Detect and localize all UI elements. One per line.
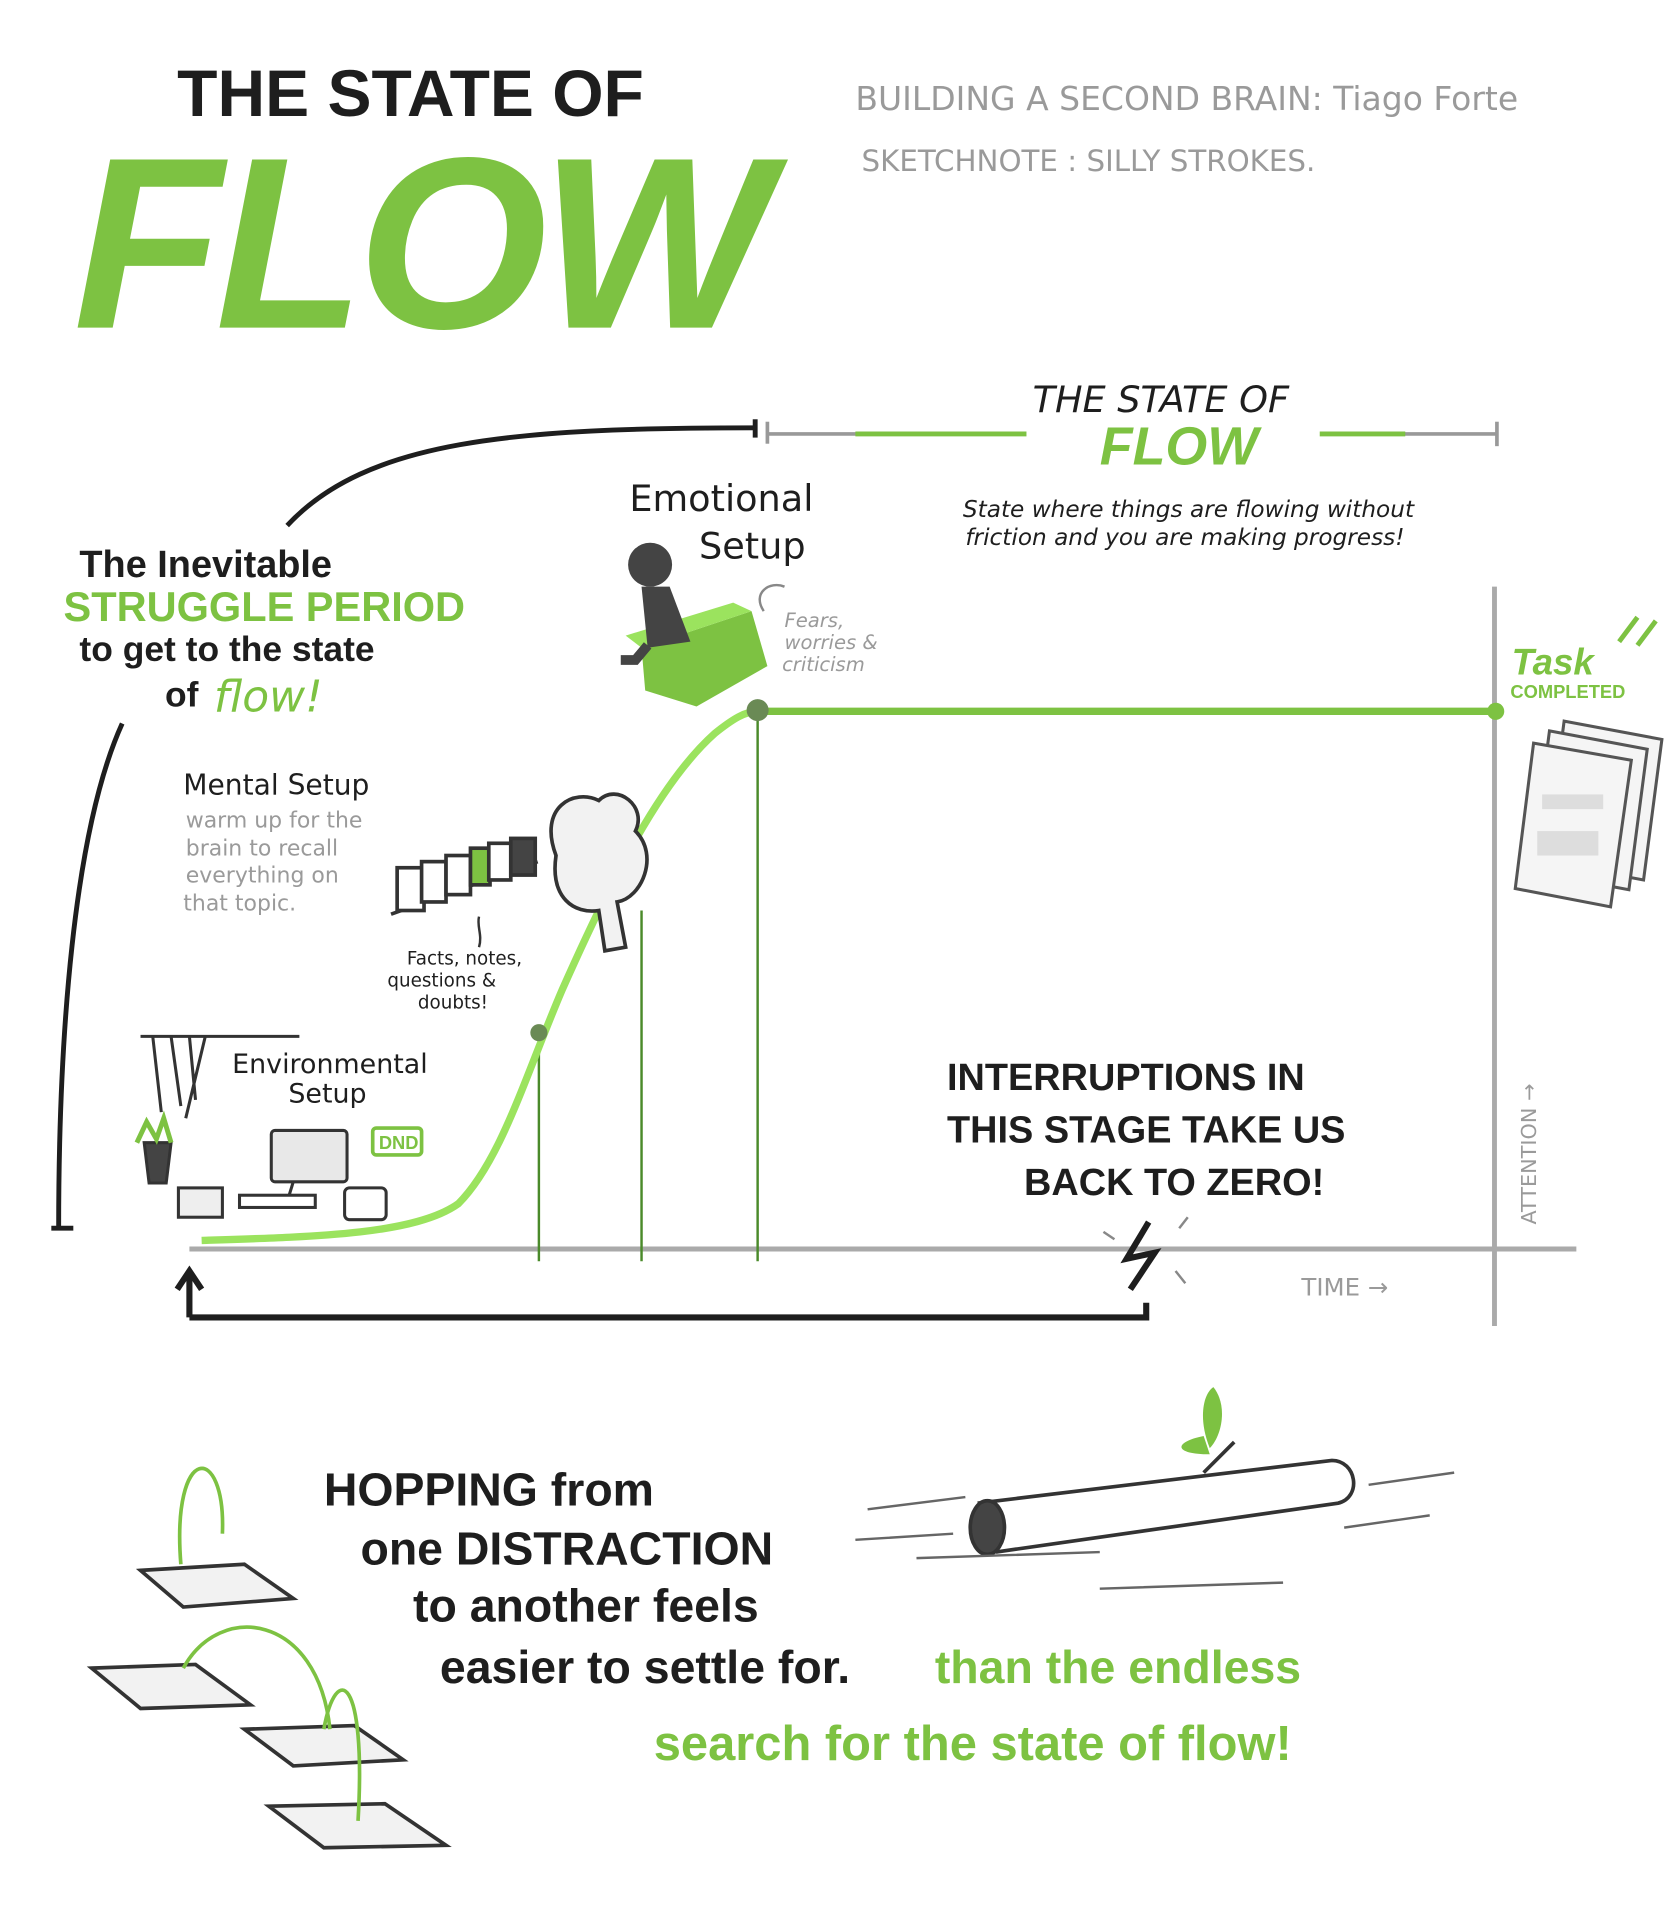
curve-point: [1487, 702, 1505, 720]
dnd-badge-label: DND: [379, 1132, 419, 1153]
task-line1: Task: [1512, 642, 1596, 683]
thinking-person-icon: [620, 542, 768, 707]
credit-sketchnote: SKETCHNOTE : SILLY STROKES.: [861, 144, 1315, 178]
mental-title: Mental Setup: [183, 768, 369, 801]
interruptions-line2: THIS STAGE TAKE US: [947, 1110, 1345, 1152]
curve-point: [530, 1024, 548, 1042]
struggle-line2: STRUGGLE PERIOD: [64, 583, 466, 630]
bottom-line2: one DISTRACTION: [360, 1522, 773, 1574]
mental-line3: everything on: [186, 863, 339, 888]
curve-point: [746, 699, 769, 722]
interruptions-line1: INTERRUPTIONS IN: [947, 1057, 1305, 1099]
bottom-line4-green: than the endless: [935, 1641, 1301, 1693]
dnd-badge: [370, 1126, 424, 1157]
arrow-up-icon: [477, 916, 482, 948]
mental-note-line3: doubts!: [418, 992, 488, 1013]
stepping-stones-icon: [86, 1466, 452, 1850]
bottom-line4: easier to settle for.: [440, 1641, 850, 1693]
emotional-note-line1: Fears,: [785, 609, 845, 632]
environmental-line1: Environmental: [232, 1049, 428, 1080]
check-marks-icon: [1617, 615, 1658, 647]
time-label: TIME →: [1300, 1272, 1388, 1301]
struggle-line3: to get to the state: [79, 629, 374, 669]
mental-note-line1: Facts, notes,: [407, 948, 522, 969]
mental-line2: brain to recall: [186, 837, 338, 862]
brain-cards-icon: [390, 792, 649, 953]
title-flow: FLOW: [73, 107, 789, 380]
task-line2: COMPLETED: [1510, 681, 1625, 702]
mental-note-line2: questions &: [387, 970, 496, 991]
floating-log-icon: [855, 1387, 1455, 1590]
curved-arrow-icon: [758, 584, 785, 612]
mental-line1: warm up for the: [186, 808, 363, 833]
flow-header-line2: FLOW: [1100, 416, 1262, 476]
flow-description-line2: friction and you are making progress!: [965, 524, 1404, 551]
title-line1: THE STATE OF: [177, 56, 644, 130]
bottom-line3: to another feels: [413, 1580, 759, 1632]
back-to-zero-arrow: [189, 1302, 1150, 1321]
struggle-bracket: [285, 425, 756, 528]
emotional-line2: Setup: [699, 525, 806, 568]
emotional-note-line2: worries &: [785, 631, 878, 654]
flow-description-line1: State where things are flowing without: [963, 496, 1415, 523]
mental-line4: that topic.: [183, 892, 296, 917]
flow-header-line1: THE STATE OF: [1033, 378, 1290, 421]
struggle-left-line: [56, 722, 125, 1229]
bottom-line1: HOPPING from: [324, 1464, 654, 1516]
desk-computer-icon: [134, 1034, 388, 1222]
environmental-line2: Setup: [288, 1078, 366, 1109]
documents-icon: [1513, 719, 1664, 909]
attention-label: ATTENTION →: [1517, 1084, 1541, 1225]
struggle-line4-emph: flow!: [214, 671, 323, 722]
bottom-line5-green: search for the state of flow!: [654, 1717, 1292, 1771]
emotional-note-line3: criticism: [782, 653, 865, 676]
interruptions-line3: BACK TO ZERO!: [1024, 1162, 1324, 1204]
emotional-line1: Emotional: [629, 477, 813, 520]
lightning-icon: [1120, 1220, 1162, 1292]
struggle-line4-prefix: of: [165, 674, 199, 714]
struggle-line1: The Inevitable: [79, 544, 332, 586]
credit-book: BUILDING A SECOND BRAIN: Tiago Forte: [855, 79, 1518, 118]
